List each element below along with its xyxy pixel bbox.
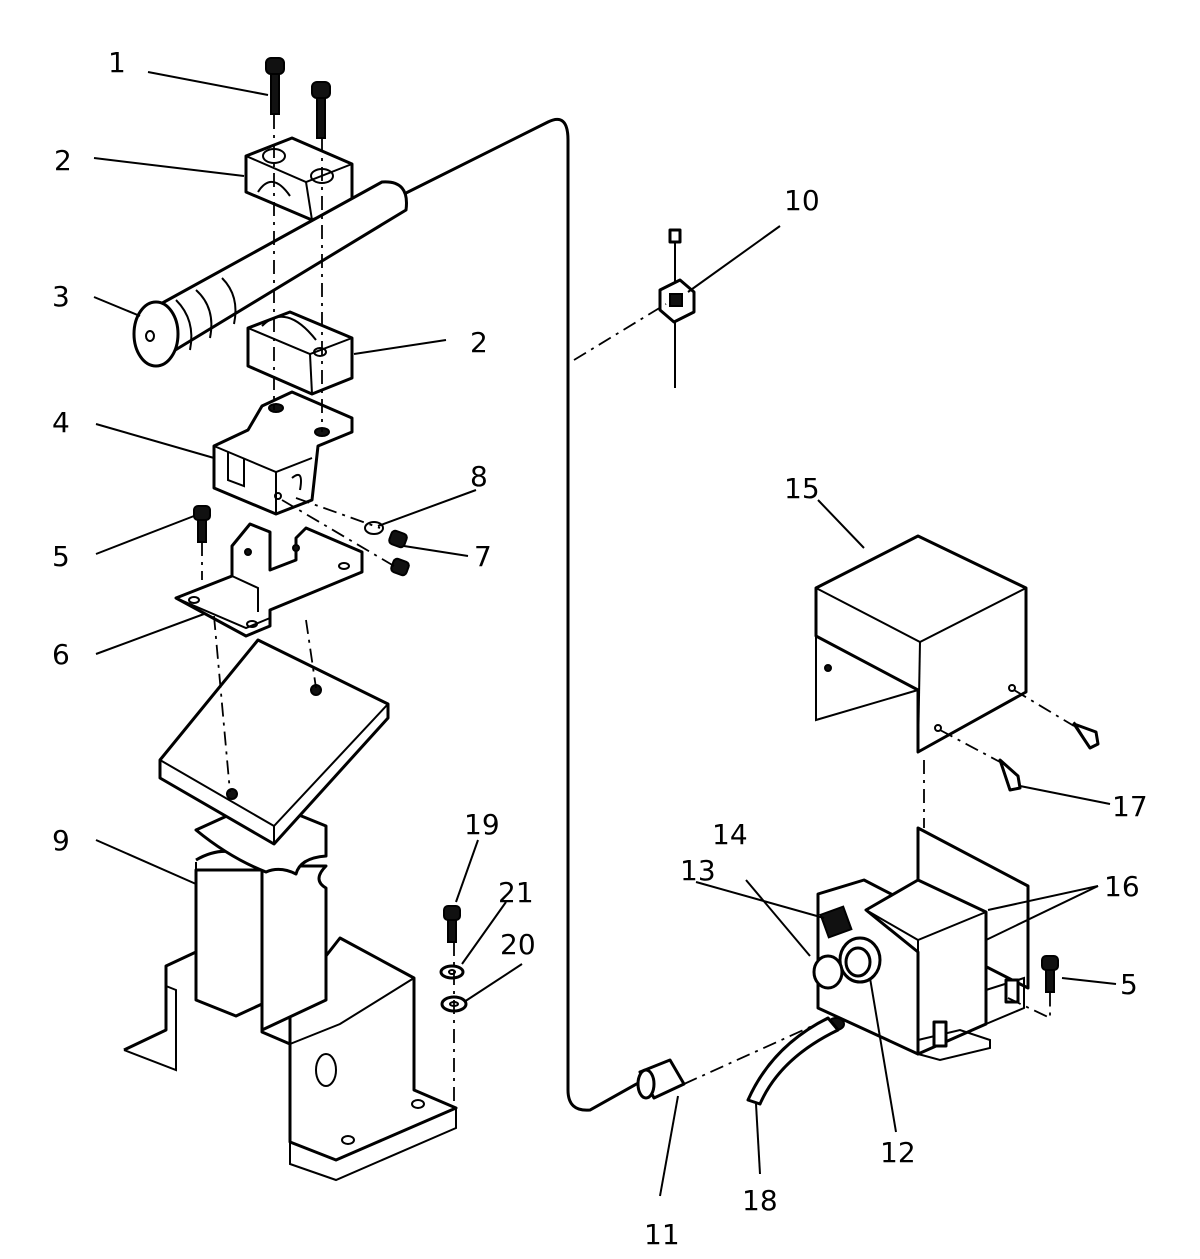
part-7-8-screws-washer: [364, 521, 410, 577]
callout-20: 20: [500, 928, 536, 961]
callout-8: 8: [470, 460, 488, 493]
part-5-screw-left: [193, 505, 211, 543]
callout-15: 15: [784, 472, 820, 505]
part-9-stand: [123, 638, 458, 1182]
callout-18: 18: [742, 1184, 778, 1217]
callout-7: 7: [474, 540, 492, 573]
callout-1: 1: [108, 46, 126, 79]
callout-21: 21: [498, 876, 534, 909]
callout-6: 6: [52, 638, 70, 671]
callout-9: 9: [52, 824, 70, 857]
callout-11: 11: [644, 1218, 680, 1251]
part-3-sensor-cylinder: [132, 180, 408, 368]
part-4-bracket: [212, 390, 354, 516]
part-6-mounting-plate: [174, 522, 364, 638]
callout-5-left: 5: [52, 540, 70, 573]
part-18-power-cord: [746, 1016, 840, 1106]
callout-2-lower: 2: [470, 326, 488, 359]
callout-10: 10: [784, 184, 820, 217]
callout-3: 3: [52, 280, 70, 313]
leader-lines: [93, 71, 1117, 1197]
part-1-cap-screws: [265, 57, 331, 139]
callout-labels: 1 2 2 3 4 5 5 6 7 8 9 10 11 12 13 14 15 …: [52, 46, 1148, 1251]
callout-19: 19: [464, 808, 500, 841]
callout-17: 17: [1112, 790, 1148, 823]
part-11-connector: [636, 1058, 686, 1100]
callout-14: 14: [712, 818, 748, 851]
callout-4: 4: [52, 406, 70, 439]
callout-13: 13: [680, 854, 716, 887]
part-10-cable-tie: [658, 228, 696, 388]
callout-2-upper: 2: [54, 144, 72, 177]
sensor-cable: [399, 117, 641, 1112]
part-2-lower-clamp: [246, 310, 354, 396]
part-17-screws: [998, 721, 1100, 792]
callout-12: 12: [880, 1136, 916, 1169]
part-16-control-box: [812, 826, 1030, 1062]
part-5-screw-right: [1041, 955, 1059, 993]
callout-5-right: 5: [1120, 968, 1138, 1001]
part-19-21-bolt-washers: [439, 905, 468, 1013]
callout-16: 16: [1104, 870, 1140, 903]
assembly-centerlines: [201, 115, 1075, 1110]
part-15-cover: [814, 534, 1028, 754]
